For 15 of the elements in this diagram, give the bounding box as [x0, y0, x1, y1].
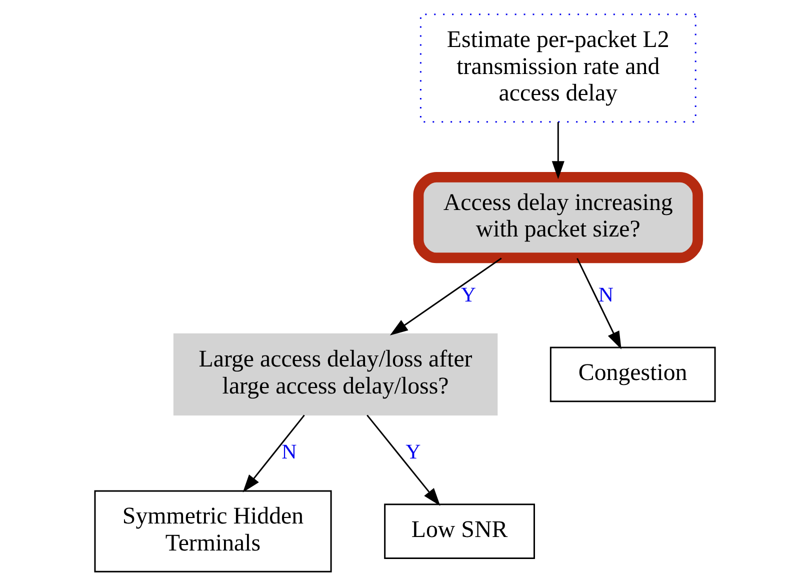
edge-label: Y [460, 282, 476, 307]
node-box: Large access delay/loss after large access delay/loss? [172, 333, 498, 416]
arrow [576, 258, 621, 350]
node-box: Estimate per-packet L2 transmission rate and access delay [419, 14, 696, 123]
arrow [242, 414, 304, 492]
node-box: Congestion [549, 346, 716, 402]
node-box: Symmetric Hidden Terminals [94, 490, 332, 572]
node-box: Access delay increasing with packet size? [412, 172, 703, 264]
arrow [551, 122, 564, 180]
edge-label: Y [405, 439, 420, 464]
edge-label: N [281, 439, 296, 464]
arrow [366, 414, 440, 506]
node-box: Low SNR [384, 504, 534, 559]
edge-label: N [598, 282, 614, 307]
arrow [389, 258, 502, 336]
